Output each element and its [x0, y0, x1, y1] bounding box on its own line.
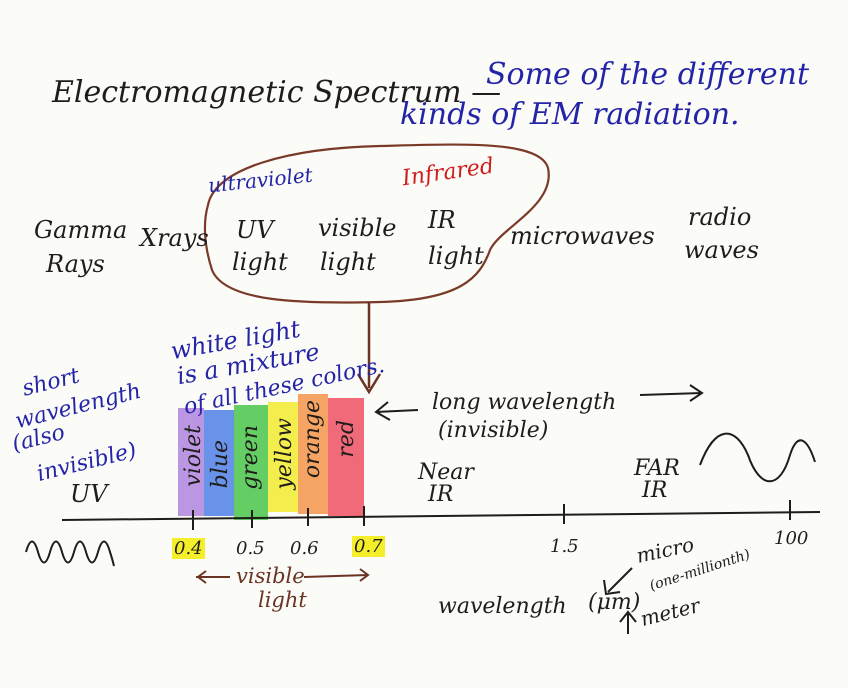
color-green-label: green: [238, 425, 263, 490]
long-wavelength-note-1: long wavelength: [432, 390, 617, 415]
gamma-rays-label-1: Gamma: [34, 216, 128, 244]
xrays-label: Xrays: [140, 224, 209, 252]
tick-label-0.7: 0.7: [352, 536, 385, 557]
micro-arrow: [603, 567, 633, 596]
visible-light-label-2: light: [320, 248, 376, 276]
color-red-label: red: [334, 420, 359, 458]
long-wavelength-note-2: (invisible): [438, 418, 549, 443]
near-ir-label-2: IR: [428, 482, 454, 507]
tick-label-0.4: 0.4: [172, 538, 205, 559]
radio-waves-label-2: waves: [684, 236, 759, 264]
visible-range-label-1: visible: [236, 564, 305, 588]
band-red: [328, 398, 364, 516]
long-wave-squiggle: [699, 432, 816, 483]
tick-label-0.5: 0.5: [236, 538, 265, 559]
long-wave-right-arrow: [639, 384, 704, 402]
meter-arrow: [619, 610, 637, 634]
visible-color-band: [178, 394, 364, 520]
far-ir-label-1: FAR: [634, 456, 680, 481]
grouping-bubble: [203, 143, 550, 304]
radio-waves-label-1: radio: [688, 203, 752, 231]
color-violet-label: violet: [181, 425, 206, 487]
title-sub-line1: Some of the different: [486, 57, 809, 92]
title-sub-line2: kinds of EM radiation.: [400, 97, 740, 132]
visible-range-arrow: [196, 568, 370, 584]
far-ir-label-2: IR: [642, 478, 668, 503]
uv-axis-label: UV: [70, 480, 108, 508]
uv-light-label-1: UV: [236, 216, 274, 244]
tick-label-1.5: 1.5: [550, 536, 579, 557]
band-violet: [178, 408, 204, 516]
visible-range-label-2: light: [258, 588, 307, 612]
tick-label-0.6: 0.6: [290, 538, 319, 559]
tick-label-100: 100: [774, 528, 809, 549]
title-main: Electromagnetic Spectrum —: [52, 75, 502, 110]
wavelength-axis: [61, 511, 821, 521]
band-orange: [298, 394, 328, 514]
wavelength-unit-label: wavelength: [438, 594, 567, 619]
color-blue-label: blue: [208, 440, 233, 489]
gamma-rays-label-2: Rays: [46, 250, 105, 278]
band-blue: [204, 410, 234, 516]
color-orange-label: orange: [300, 400, 325, 479]
bubble-arrow-head: [356, 373, 382, 395]
long-wave-left-arrow: [374, 401, 419, 421]
band-yellow: [268, 402, 298, 512]
near-ir-label-1: Near: [418, 460, 474, 485]
ir-light-label-1: IR: [428, 206, 456, 234]
band-green: [234, 405, 268, 520]
micrometer-unit: (μm): [588, 590, 641, 615]
color-yellow-label: yellow: [272, 418, 297, 490]
short-wave-squiggle: [25, 540, 115, 567]
ir-light-label-2: light: [428, 242, 484, 270]
uv-light-label-2: light: [232, 248, 288, 276]
microwaves-label: microwaves: [510, 222, 655, 250]
visible-light-label-1: visible: [318, 214, 397, 242]
